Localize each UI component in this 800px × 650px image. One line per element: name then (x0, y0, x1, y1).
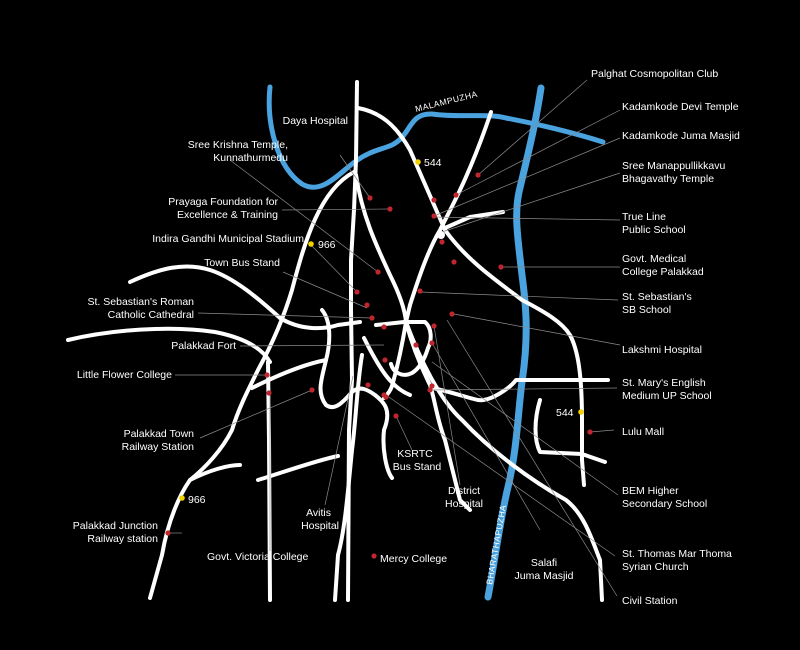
poi-bem (429, 383, 435, 389)
label-manappullikkavu-1: Sree Manappullikkavu (622, 160, 725, 172)
hwy-marker-544-east (578, 409, 584, 415)
poi-kadamkode-masjid (431, 197, 437, 203)
poi-district-hospital (431, 323, 437, 329)
label-salafi-2: Juma Masjid (515, 570, 574, 582)
poi-st-sebastian-school (417, 288, 423, 294)
hwy-label-966-north: 966 (318, 239, 336, 251)
label-palakkad-fort: Palakkad Fort (171, 340, 236, 352)
poi-avitis (309, 387, 315, 393)
leader-lines (166, 79, 621, 597)
label-manappullikkavu-2: Bhagavathy Temple (622, 173, 714, 185)
poi-civil-station (449, 311, 455, 317)
highway-markers (179, 159, 584, 501)
poi-lulu-mall (587, 429, 593, 435)
label-little-flower: Little Flower College (77, 369, 172, 381)
label-medical-college-2: College Palakkad (622, 266, 704, 278)
poi-palghat-club (475, 172, 481, 178)
label-avitis-1: Avitis (306, 507, 331, 519)
poi-kadamkode-devi (453, 192, 459, 198)
label-st-thomas-1: St. Thomas Mar Thoma (622, 548, 732, 560)
river-label-malampuzha: MALAMPUZHA (414, 89, 479, 114)
poi-mercy (371, 553, 377, 559)
label-prayaga-1: Prayaga Foundation for (168, 196, 278, 208)
hwy-marker-544-north (415, 159, 421, 165)
hwy-marker-966-south (179, 495, 185, 501)
label-town-bus-stand: Town Bus Stand (204, 257, 280, 269)
label-st-sebastian-school-2: SB School (622, 304, 671, 316)
city-centre-marker (437, 231, 445, 239)
poi-lakshmi (451, 259, 457, 265)
label-district-hospital-2: Hospital (445, 498, 483, 510)
label-kadamkode-masjid: Kadamkode Juma Masjid (622, 130, 740, 142)
malampuzha-river (266, 84, 606, 190)
poi-little-flower (264, 372, 270, 378)
hwy-label-544-east: 544 (556, 407, 574, 419)
label-bem-2: Secondary School (622, 498, 707, 510)
label-true-line-2: Public School (622, 224, 686, 236)
label-junction-rs-2: Railway station (87, 533, 158, 545)
label-bem-1: BEM Higher (622, 485, 679, 497)
poi-town-bus-stand (364, 302, 370, 308)
poi-ksrtc (393, 413, 399, 419)
label-sree-krishna-temple-1: Sree Krishna Temple, (188, 139, 288, 151)
poi-salafi (429, 340, 435, 346)
label-st-thomas-2: Syrian Church (622, 561, 689, 573)
poi-true-line (439, 239, 445, 245)
label-sree-krishna-temple-2: Kunnathurmedu (213, 152, 288, 164)
label-mercy-college: Mercy College (380, 553, 447, 565)
label-daya-hospital: Daya Hospital (283, 115, 348, 127)
bharathapuzha-river (484, 84, 545, 601)
label-palghat-club: Palghat Cosmopolitan Club (591, 68, 718, 80)
poi-prayaga (387, 206, 393, 212)
label-junction-rs-1: Palakkad Junction (73, 520, 158, 532)
label-ksrtc-1: KSRTC (397, 448, 433, 460)
label-st-sebastian-school-1: St. Sebastian's (622, 291, 692, 303)
poi-junction-rs (165, 530, 171, 536)
label-st-marys-2: Medium UP School (622, 390, 712, 402)
label-salafi-1: Salafi (531, 557, 557, 569)
label-medical-college-1: Govt. Medical (622, 253, 686, 265)
poi-misc-2 (382, 357, 388, 363)
label-lakshmi-hospital: Lakshmi Hospital (622, 344, 702, 356)
poi-town-rs (266, 390, 272, 396)
poi-stadium (354, 289, 360, 295)
river-label-bharathapuzha: BHARATHAPUZHA (484, 504, 508, 585)
label-ksrtc-2: Bus Stand (393, 461, 442, 473)
label-town-rs-1: Palakkad Town (124, 428, 195, 440)
poi-st-marys (427, 387, 433, 393)
poi-misc-1 (365, 382, 371, 388)
poi-daya-hospital (367, 195, 373, 201)
poi-medical-college (498, 264, 504, 270)
label-st-marys-1: St. Mary's English (622, 377, 706, 389)
hwy-marker-966-north (308, 241, 314, 247)
label-avitis-2: Hospital (301, 520, 339, 532)
label-kadamkode-devi: Kadamkode Devi Temple (622, 101, 739, 113)
label-cathedral-2: Catholic Cathedral (108, 309, 194, 321)
label-stadium: Indira Gandhi Municipal Stadium (152, 233, 304, 245)
road-network (66, 80, 610, 602)
label-victoria-college: Govt. Victoria College (207, 551, 309, 563)
hwy-label-966-south: 966 (188, 494, 206, 506)
poi-sree-krishna-temple (375, 269, 381, 275)
label-civil-station: Civil Station (622, 595, 678, 607)
label-town-rs-2: Railway Station (122, 441, 195, 453)
poi-cathedral (369, 315, 375, 321)
poi-st-thomas (383, 394, 389, 400)
label-prayaga-2: Excellence & Training (177, 209, 278, 221)
poi-manappullikkavu (431, 213, 437, 219)
hwy-label-544-north: 544 (424, 157, 442, 169)
poi-markers (165, 172, 593, 559)
label-district-hospital-1: District (448, 485, 480, 497)
label-lulu-mall: Lulu Mall (622, 426, 664, 438)
poi-fort-1 (381, 324, 387, 330)
label-cathedral-1: St. Sebastian's Roman (88, 296, 195, 308)
label-true-line-1: True Line (622, 211, 666, 223)
poi-fort-2 (413, 342, 419, 348)
